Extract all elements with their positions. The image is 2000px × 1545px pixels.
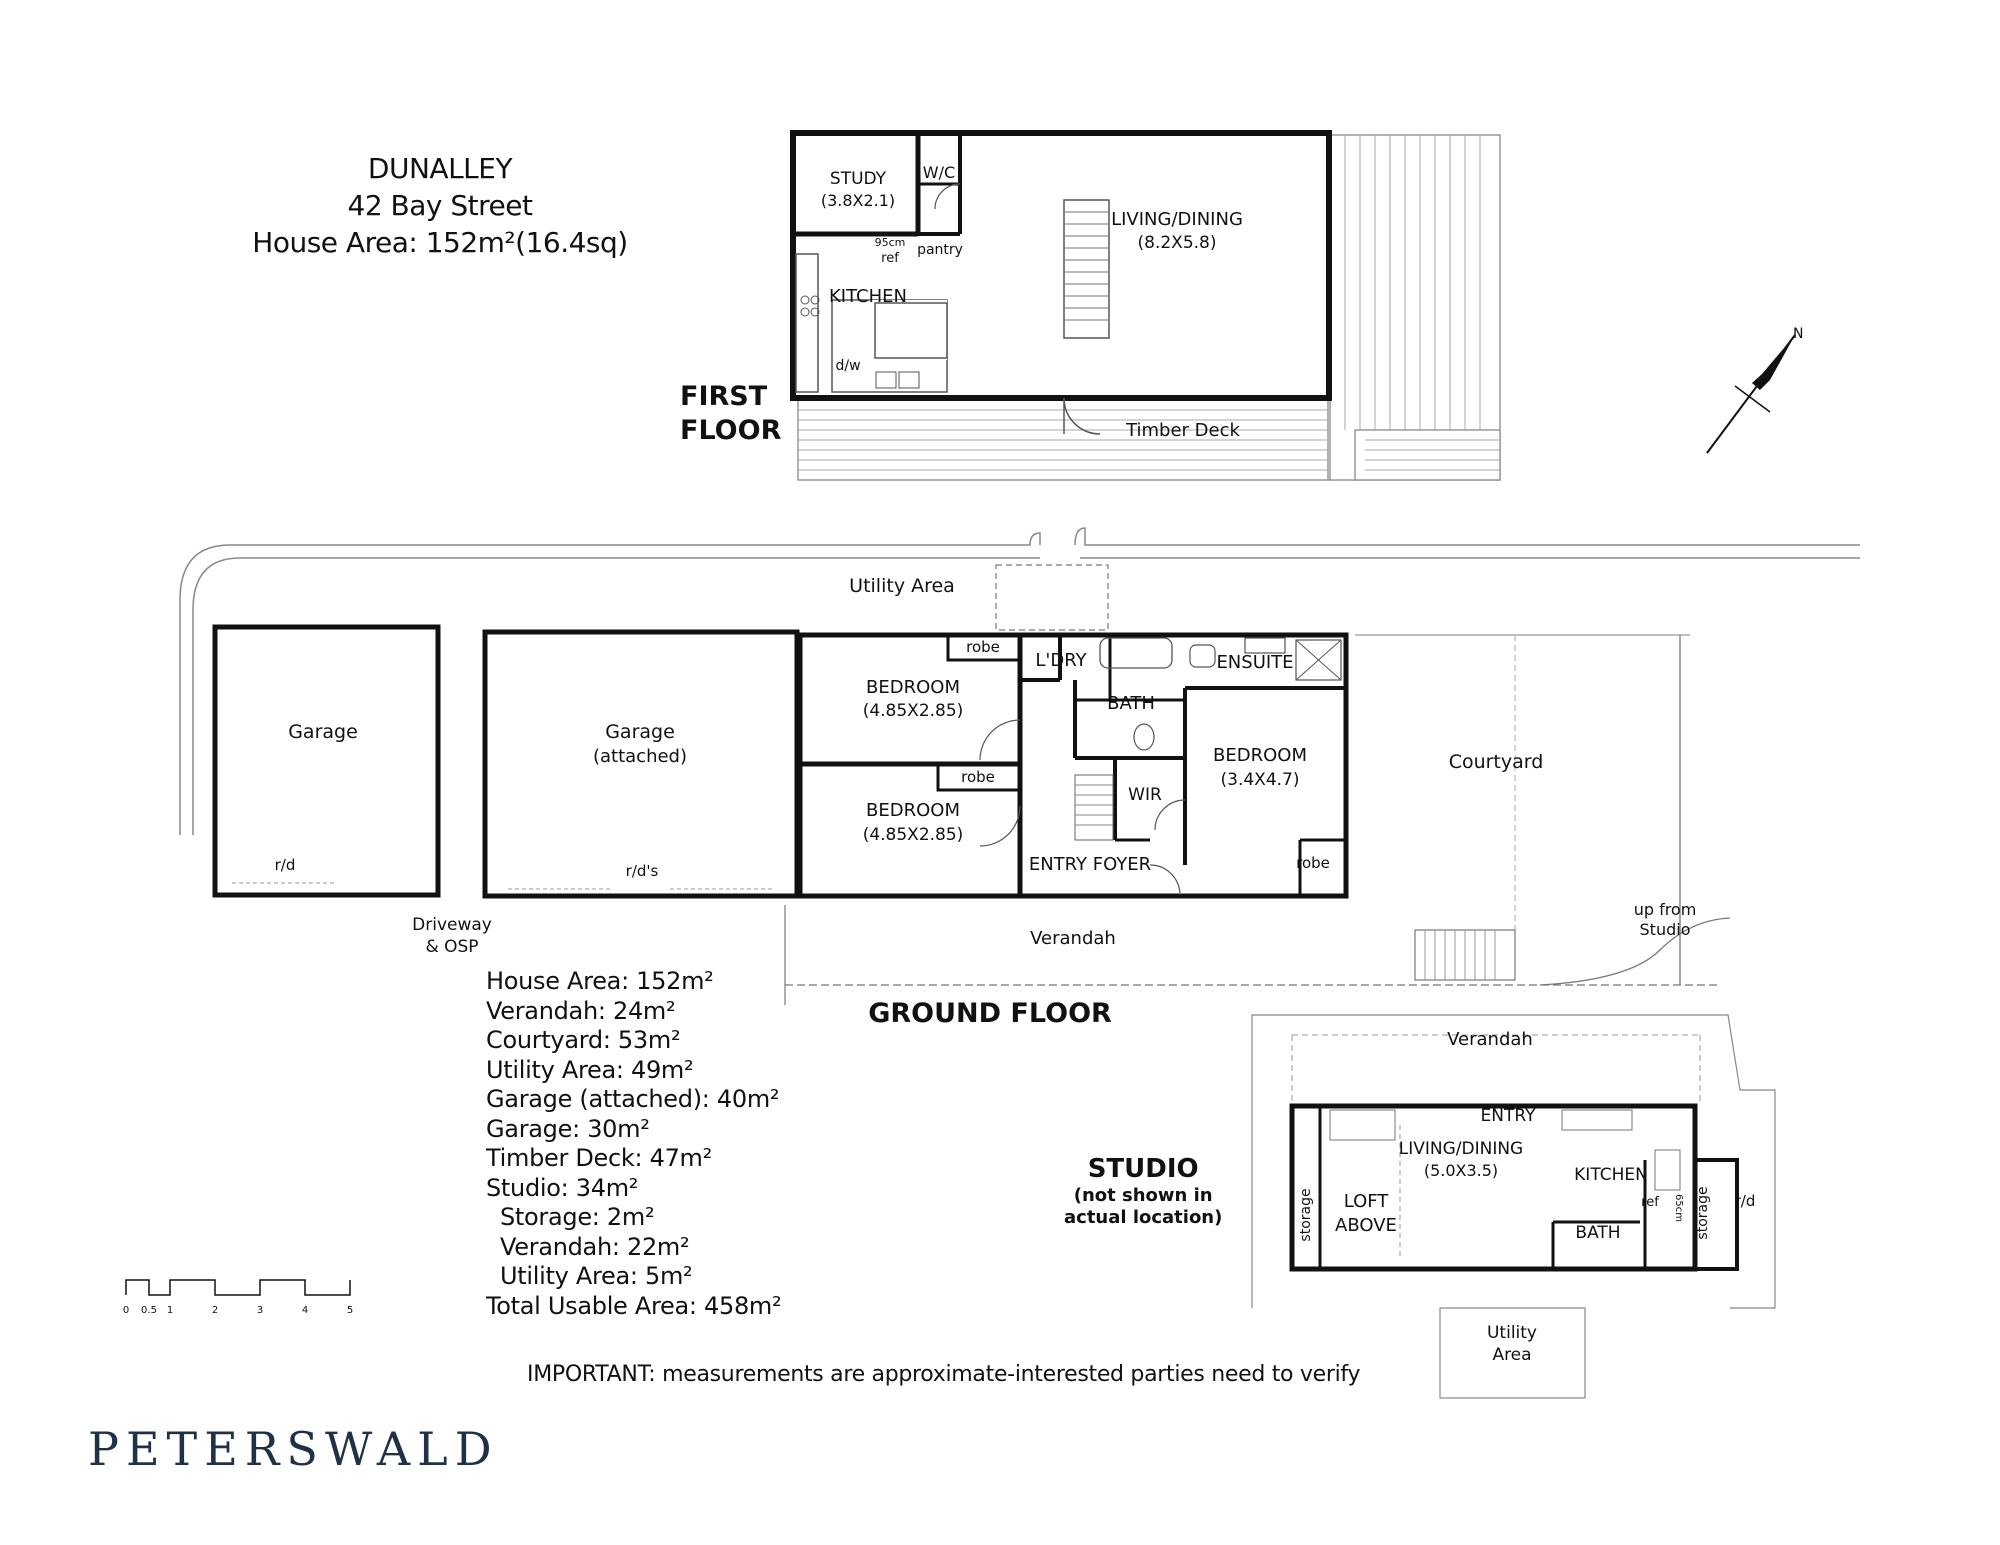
first-floor-label: FIRST FLOOR [680, 381, 782, 446]
living-size: (8.2X5.8) [1138, 233, 1217, 253]
laundry-label: L'DRY [1035, 650, 1087, 671]
bedroom-2-label: BEDROOM [866, 800, 960, 821]
area-summary-item: Utility Area: 5m² [500, 1262, 693, 1290]
utility-area-label: Utility Area [849, 575, 955, 597]
studio-plan: Verandah ENTRY LIVING/DINING (5.0X3.5) K… [1251, 1014, 1776, 1399]
svg-text:3: 3 [257, 1305, 263, 1316]
ground-floor-plan: Utility Area Garage r/d Garage (attached… [179, 527, 1860, 1029]
living-label: LIVING/DINING [1111, 209, 1243, 230]
robe-1-label: robe [966, 638, 1000, 656]
storage-label-2: storage [1695, 1186, 1711, 1239]
area-summary-item: Garage (attached): 40m² [486, 1085, 780, 1113]
area-summary-item: Verandah: 24m² [486, 996, 676, 1025]
study-size: (3.8X2.1) [821, 191, 895, 210]
svg-text:1: 1 [167, 1305, 173, 1316]
studio-bath-label: BATH [1575, 1223, 1620, 1243]
loft-sub: ABOVE [1335, 1215, 1397, 1236]
deck-label: Timber Deck [1125, 420, 1240, 441]
svg-text:5: 5 [347, 1305, 353, 1316]
up-from-studio-sub: Studio [1640, 920, 1691, 939]
driveway-label: Driveway [412, 915, 492, 935]
disclaimer-text: IMPORTANT: measurements are approximate-… [527, 1362, 1361, 1387]
garage-rds-label: r/d's [626, 862, 659, 880]
study-label: STUDY [830, 169, 887, 189]
entry-foyer-label: ENTRY FOYER [1029, 854, 1151, 875]
house-area: House Area: 152m²(16.4sq) [252, 226, 628, 259]
master-bedroom-size: (3.4X4.7) [1221, 770, 1300, 790]
area-summary-item: Studio: 34m² [486, 1173, 639, 1202]
compass-label: N [1793, 326, 1803, 342]
svg-text:2: 2 [212, 1305, 218, 1316]
first-floor-plan: STUDY (3.8X2.1) W/C 95cm ref pantry KITC… [790, 130, 1501, 481]
studio-utility-label: Utility [1487, 1323, 1537, 1343]
area-summary-item: Storage: 2m² [500, 1203, 655, 1231]
dishwasher-label: d/w [835, 358, 860, 374]
area-summary-item: House Area: 152m² [486, 967, 714, 995]
suburb: DUNALLEY [367, 152, 513, 185]
storage-label-1: storage [1298, 1188, 1314, 1241]
studio-ref-size: 65cm [1673, 1194, 1684, 1222]
area-summary-item: Total Usable Area: 458m² [486, 1291, 782, 1320]
ensuite-label: ENSUITE [1216, 652, 1293, 673]
svg-text:4: 4 [302, 1305, 308, 1316]
master-bedroom-label: BEDROOM [1213, 745, 1307, 766]
robe-3-label: robe [1296, 854, 1330, 872]
studio-rd-label: r/d [1735, 1192, 1756, 1210]
verandah-label: Verandah [1030, 928, 1116, 949]
ref-size: 95cm [875, 236, 906, 249]
courtyard-label: Courtyard [1449, 751, 1544, 773]
svg-text:0.5: 0.5 [141, 1305, 157, 1316]
area-summary-item: Garage: 30m² [486, 1114, 650, 1143]
bedroom-1-label: BEDROOM [866, 677, 960, 698]
studio-living-size: (5.0X3.5) [1424, 1161, 1498, 1180]
studio-kitchen-label: KITCHEN [1574, 1165, 1648, 1185]
area-summary-item: Courtyard: 53m² [486, 1026, 681, 1054]
driveway-sub: & OSP [425, 937, 478, 957]
studio-title: STUDIO (not shown in actual location) [1064, 1154, 1223, 1228]
studio-verandah-label: Verandah [1447, 1029, 1533, 1050]
area-summary-item: Verandah: 22m² [500, 1232, 690, 1261]
area-summary-item: Utility Area: 49m² [486, 1055, 694, 1084]
ground-floor-title: GROUND FLOOR [868, 998, 1112, 1029]
attached-garage-sub: (attached) [593, 746, 687, 767]
pantry-label: pantry [917, 242, 963, 258]
area-summary-item: Timber Deck: 47m² [486, 1144, 712, 1172]
robe-2-label: robe [961, 768, 995, 786]
loft-label: LOFT [1344, 1191, 1390, 1212]
ref-label: ref [881, 251, 899, 266]
address: 42 Bay Street [347, 189, 533, 222]
scale-bar: 0 0.5 1 2 3 4 5 [123, 1279, 353, 1316]
north-arrow-icon: N [1706, 326, 1803, 454]
studio-ref-label: ref [1641, 1195, 1659, 1210]
attached-garage-label: Garage [605, 721, 675, 743]
bath-label: BATH [1107, 693, 1155, 714]
bedroom-2-size: (4.85X2.85) [863, 825, 964, 845]
wir-label: WIR [1128, 785, 1162, 805]
bedroom-1-size: (4.85X2.85) [863, 701, 964, 721]
wc-label: W/C [923, 163, 955, 182]
studio-entry-label: ENTRY [1481, 1106, 1537, 1126]
studio-living-label: LIVING/DINING [1399, 1139, 1523, 1159]
svg-text:0: 0 [123, 1305, 129, 1316]
studio-utility-sub: Area [1492, 1345, 1531, 1365]
garage-label: Garage [288, 721, 358, 743]
property-header: DUNALLEY 42 Bay Street House Area: 152m²… [170, 150, 710, 261]
brand-logo-text: PETERSWALD [88, 1422, 499, 1476]
up-from-studio-label: up from [1634, 900, 1697, 919]
kitchen-label: KITCHEN [829, 286, 907, 307]
garage-rd-label: r/d [275, 856, 296, 874]
